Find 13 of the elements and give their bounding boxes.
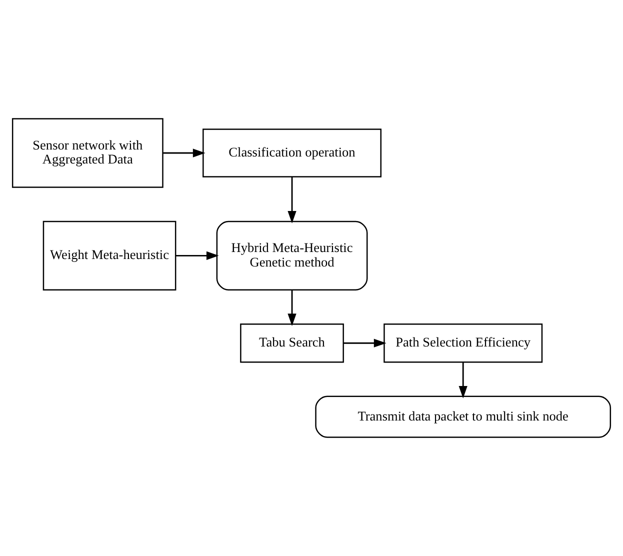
arrow — [343, 338, 386, 348]
arrow — [288, 290, 296, 326]
arrow — [176, 251, 219, 260]
node-box: Tabu Search — [240, 323, 344, 363]
node-box: Hybrid Meta-Heuristic Genetic method — [216, 220, 368, 290]
node-box: Sensor network with Aggregated Data — [12, 118, 164, 188]
node-box: Transmit data packet to multi sink node — [315, 396, 612, 438]
node-box: Weight Meta-heuristic — [42, 220, 176, 290]
node-box: Classification operation — [202, 128, 382, 178]
arrow — [458, 362, 468, 398]
arrow — [288, 176, 296, 224]
node-box: Path Selection Efficiency — [384, 323, 543, 363]
arrow — [163, 148, 206, 158]
